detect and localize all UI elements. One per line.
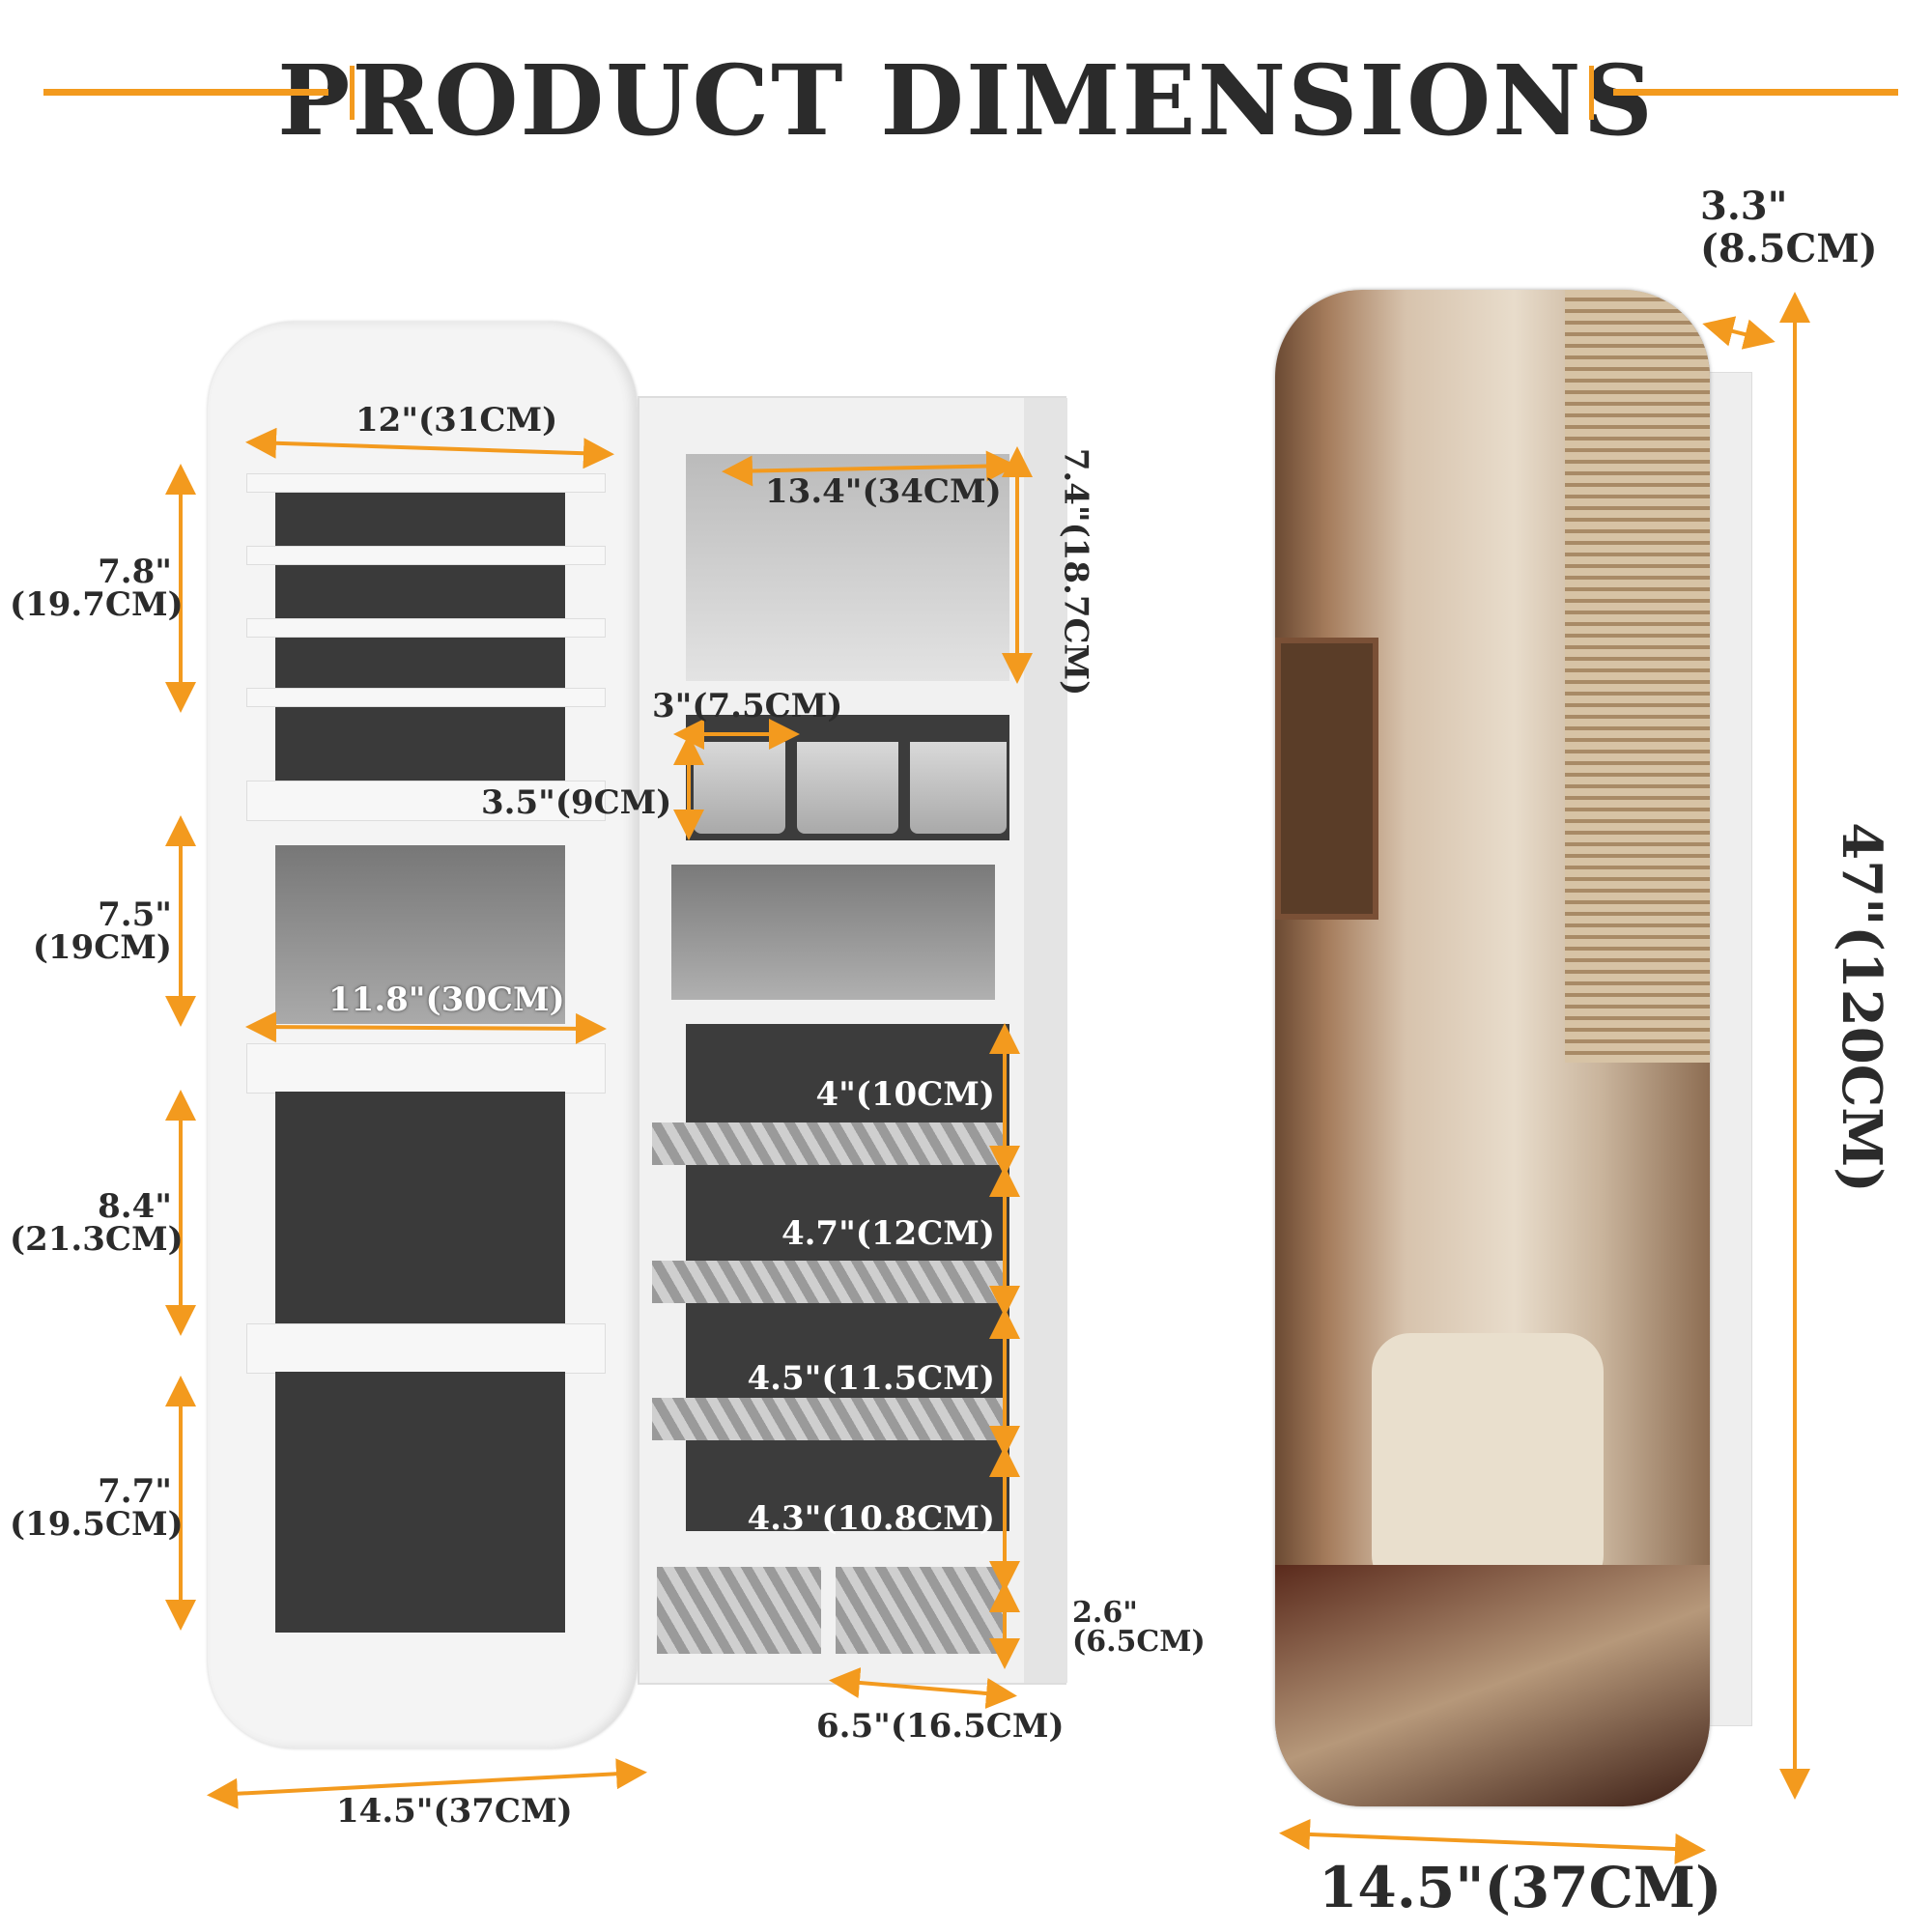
door-section2-label: 7.5"(19CM)	[10, 898, 172, 964]
door-overall-width-label: 14.5"(37CM)	[336, 1792, 573, 1831]
mirror-width-label: 14.5"(37CM)	[1319, 1855, 1722, 1920]
title-rule-right	[1613, 89, 1898, 96]
dimension-inches: 7.5"	[98, 895, 172, 934]
shelf3-label: 4.5"(11.5CM)	[747, 1359, 995, 1398]
depth-arrow	[829, 1667, 1017, 1709]
earring-bar	[246, 688, 606, 707]
dimension-cm: (6.5CM)	[1072, 1625, 1206, 1659]
storage-cup	[910, 742, 1007, 834]
top-compartment	[686, 454, 1009, 681]
dimension-inches: 7.8"	[98, 553, 172, 591]
storage-cup	[797, 742, 898, 834]
title-tick-right	[1589, 66, 1594, 120]
ring-tray	[652, 1398, 1005, 1440]
cup-width-label: 3"(7.5CM)	[652, 687, 843, 725]
dimension-cm: (21.3CM)	[10, 1220, 184, 1259]
dimension-cm: (19.5CM)	[10, 1505, 184, 1544]
door-top-width-label: 12"(31CM)	[355, 401, 558, 440]
mirror-height-label: 47"(120CM)	[1829, 822, 1893, 1193]
top-height-label: 7.4"(18.7CM)	[1056, 447, 1095, 696]
title-rule-left	[43, 89, 328, 96]
cabinet-mirror-window	[671, 865, 995, 1000]
ring-tray	[652, 1122, 1005, 1165]
door-top-width-arrow	[245, 427, 614, 469]
earring-bar	[246, 546, 606, 565]
door-section4-label: 7.7"(19.5CM)	[10, 1472, 184, 1544]
door-overall-width-arrow	[207, 1758, 647, 1809]
dimension-cm: (8.5CM)	[1700, 226, 1878, 271]
necklace-bar	[246, 781, 606, 821]
wall-picture-reflection	[1275, 638, 1378, 920]
earring-bar	[246, 618, 606, 638]
door-section1-label: 7.8"(19.7CM)	[10, 553, 184, 624]
drawer-height-label: 2.6"(6.5CM)	[1072, 1599, 1206, 1657]
mirror-thickness-label: 3.3"(8.5CM)	[1700, 185, 1878, 270]
door-section3-label: 8.4"(21.3CM)	[10, 1187, 184, 1259]
door-mirror	[275, 845, 565, 1024]
door-panel	[275, 1092, 565, 1328]
depth-label: 6.5"(16.5CM)	[816, 1707, 1065, 1746]
window-blinds-reflection	[1565, 290, 1710, 1063]
full-length-mirror	[1275, 290, 1710, 1806]
dimension-inches: 3.3"	[1700, 184, 1788, 229]
page-title: PRODUCT DIMENSIONS	[277, 43, 1655, 157]
storage-cup	[694, 742, 785, 834]
shelf2-label: 4.7"(12CM)	[781, 1214, 995, 1253]
dimension-inches: 7.7"	[98, 1472, 172, 1511]
shelf1-label: 4"(10CM)	[815, 1075, 995, 1114]
dimension-cm: (19.7CM)	[10, 585, 184, 624]
bottom-drawer	[657, 1567, 821, 1654]
title-tick-left	[350, 66, 355, 120]
top-width-arrow	[722, 450, 1017, 487]
earring-bar	[246, 473, 606, 493]
dimension-inches: 8.4"	[98, 1187, 172, 1226]
door-mid-width-label: 11.8"(30CM)	[328, 980, 565, 1019]
rug-reflection	[1275, 1565, 1710, 1806]
shelf4-label: 4.3"(10.8CM)	[747, 1499, 995, 1538]
bottom-drawer	[836, 1567, 1005, 1654]
cup-height-label: 3.5"(9CM)	[481, 783, 672, 822]
ring-tray	[652, 1261, 1005, 1303]
dimension-cm: (19CM)	[32, 928, 172, 967]
mirror-width-arrow	[1279, 1818, 1706, 1865]
top-width-label: 13.4"(34CM)	[765, 472, 1002, 511]
door-pocket	[275, 1372, 565, 1633]
dimension-inches: 2.6"	[1072, 1596, 1138, 1630]
door-mid-width-arrow	[245, 1011, 607, 1044]
ottoman-reflection	[1372, 1333, 1604, 1594]
mirror-thickness-arrow	[1702, 316, 1776, 350]
